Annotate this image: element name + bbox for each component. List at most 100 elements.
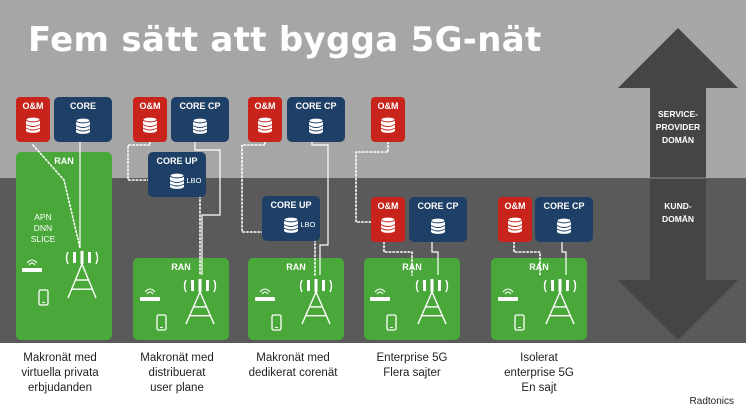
database-band	[430, 225, 446, 228]
core-box: CORE CP	[535, 197, 593, 242]
tower-antenna	[88, 252, 91, 263]
provider-domain-band	[0, 0, 746, 178]
om-link-dotted	[383, 241, 413, 276]
tower-antenna	[73, 252, 76, 263]
caption-line: erbjudanden	[28, 382, 92, 394]
caption-line: Flera sajter	[383, 367, 441, 379]
cell-tower-icon	[415, 279, 449, 325]
tower-leg	[417, 291, 433, 325]
database-top	[142, 116, 158, 123]
tower-leg	[315, 291, 331, 325]
om-box: O&M	[16, 97, 50, 142]
router-wave	[144, 288, 156, 293]
tower-leg	[67, 263, 83, 299]
ran-label: RAN	[54, 156, 74, 166]
om-box: O&M	[371, 97, 405, 142]
router-icon	[140, 288, 160, 301]
database-top	[556, 217, 572, 224]
router-wave	[502, 288, 514, 293]
router-wave	[374, 288, 386, 293]
phone-icon	[38, 289, 49, 306]
database-body	[381, 219, 395, 231]
caption-line: virtuella privata	[21, 367, 99, 379]
database-top	[257, 116, 273, 123]
lbo-label: LBO	[186, 176, 201, 185]
om-link-dotted	[513, 241, 541, 276]
core-label: CORE CP	[295, 101, 336, 111]
router-icon	[255, 288, 275, 301]
router-wave	[261, 291, 269, 295]
database-top	[380, 116, 396, 123]
router-body	[22, 268, 42, 272]
router-icon	[498, 288, 518, 301]
data-link	[561, 242, 567, 275]
phone-icon	[386, 314, 397, 331]
signal-wave	[213, 279, 217, 293]
signal-wave	[299, 279, 303, 293]
dnn-label: DNN	[34, 223, 52, 233]
phone-icon	[271, 314, 282, 331]
database-body	[170, 175, 184, 187]
database-body	[284, 219, 298, 231]
core-label: CORE UP	[270, 200, 311, 210]
tower-leg	[185, 291, 201, 325]
database-body	[557, 220, 571, 232]
router-wave	[146, 291, 154, 295]
tower-antenna	[206, 280, 209, 291]
customer-domain-label: DOMÄN	[662, 214, 694, 224]
database-top	[75, 117, 91, 124]
database-icon	[380, 216, 396, 233]
tower-antenna	[191, 280, 194, 291]
router-icon	[370, 288, 390, 301]
domain-arrow	[618, 28, 738, 340]
ran-box-bg	[16, 152, 112, 340]
caption-column-2: Makronät med distribuerat user plane	[112, 351, 242, 396]
database-band	[257, 127, 273, 131]
signal-wave	[95, 251, 99, 265]
signal-wave	[415, 279, 419, 293]
provider-domain-label: SERVICE-	[658, 109, 698, 119]
caption-column-3: Makronät med dedikerat corenät	[228, 351, 358, 381]
phone-icon	[156, 314, 167, 331]
core-label: CORE	[70, 101, 96, 111]
tower-antenna	[198, 279, 202, 292]
slice-label: SLICE	[31, 234, 56, 244]
caption-line: Makronät med	[23, 352, 97, 364]
database-top	[25, 116, 41, 123]
ran-label: RAN	[529, 262, 549, 272]
database-body	[193, 120, 207, 132]
database-band	[283, 224, 299, 227]
database-icon	[142, 116, 158, 133]
router-body	[498, 297, 518, 301]
core-box: CORE CP	[171, 97, 229, 142]
router-icon	[22, 259, 42, 272]
database-band	[308, 125, 324, 128]
core-box: CORE CP	[409, 197, 467, 242]
caption-line: Enterprise 5G	[376, 352, 448, 364]
ran-box: RAN	[16, 152, 112, 340]
data-link	[194, 138, 221, 275]
signal-wave	[543, 279, 547, 293]
core-box: CORE	[54, 97, 112, 142]
tower-leg	[559, 291, 575, 325]
ran-label: RAN	[286, 262, 306, 272]
caption-line: Isolerat	[520, 352, 558, 364]
database-top	[169, 172, 185, 179]
tower-antenna	[307, 280, 310, 291]
caption-line: En sajt	[521, 382, 557, 394]
database-band	[283, 227, 299, 231]
tower-leg	[199, 291, 215, 325]
om-link-dotted	[355, 137, 389, 223]
caption-column-5: Isolerat enterprise 5G En sajt	[474, 351, 604, 396]
database-band	[507, 224, 523, 227]
phone-body	[271, 314, 282, 331]
database-band	[430, 228, 446, 232]
router-wave	[376, 291, 384, 295]
tower-antenna	[551, 280, 554, 291]
tower-antenna	[566, 280, 569, 291]
router-body	[140, 297, 160, 301]
core-label: CORE CP	[179, 101, 220, 111]
phone-body	[386, 314, 397, 331]
database-icon	[308, 117, 324, 134]
